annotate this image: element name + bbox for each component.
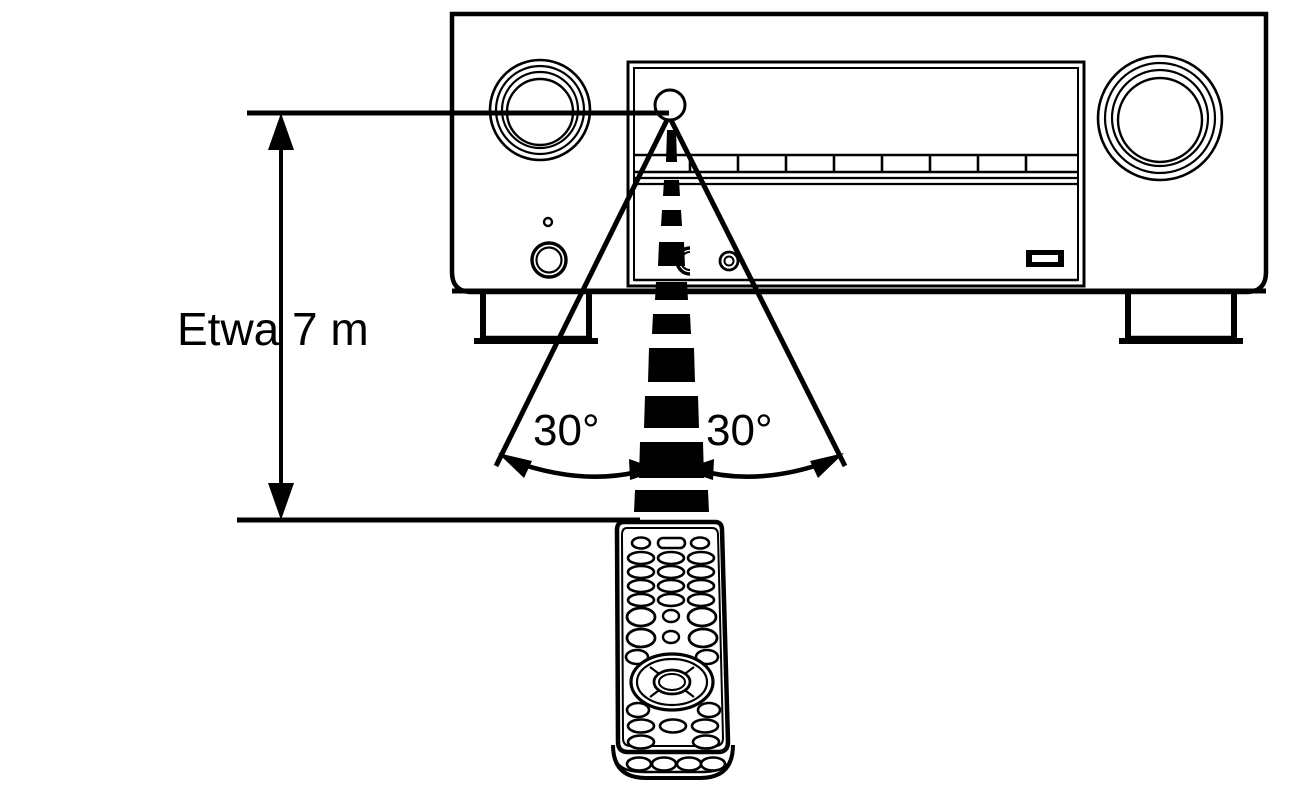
angle-arc-right [682, 453, 844, 480]
distance-label: Etwa 7 m [177, 303, 369, 355]
angle-label-left: 30° [533, 406, 600, 455]
angle-arrow-right-inner [682, 459, 714, 480]
front-display-window [626, 60, 1086, 288]
beam-spread-lines [493, 114, 848, 468]
remote-buttons[interactable] [624, 536, 720, 666]
receiver-foot-right [1119, 289, 1243, 344]
angle-arrow-left-inner [629, 459, 661, 480]
remote-control-handset [611, 519, 735, 780]
power-led-icon [542, 216, 554, 228]
angle-arrow-right-outer [810, 453, 844, 478]
setup-mic-jack-icon [718, 250, 740, 272]
angle-label-right: 30° [706, 406, 773, 455]
power-button[interactable] [530, 241, 568, 279]
distance-dimension [237, 110, 669, 523]
dimension-arrow-down [268, 483, 294, 520]
remote-buttons-lower[interactable] [625, 701, 727, 772]
usb-port-icon [1026, 250, 1064, 267]
av-receiver-front-panel [449, 11, 1269, 344]
dimension-arrow-up [268, 113, 294, 150]
angle-arrow-left-outer [498, 453, 532, 478]
function-button-strip[interactable] [634, 153, 1078, 186]
angle-arc-left [498, 453, 661, 480]
input-selector-knob[interactable] [1096, 54, 1224, 182]
directional-pad-with-enter[interactable] [629, 652, 715, 712]
